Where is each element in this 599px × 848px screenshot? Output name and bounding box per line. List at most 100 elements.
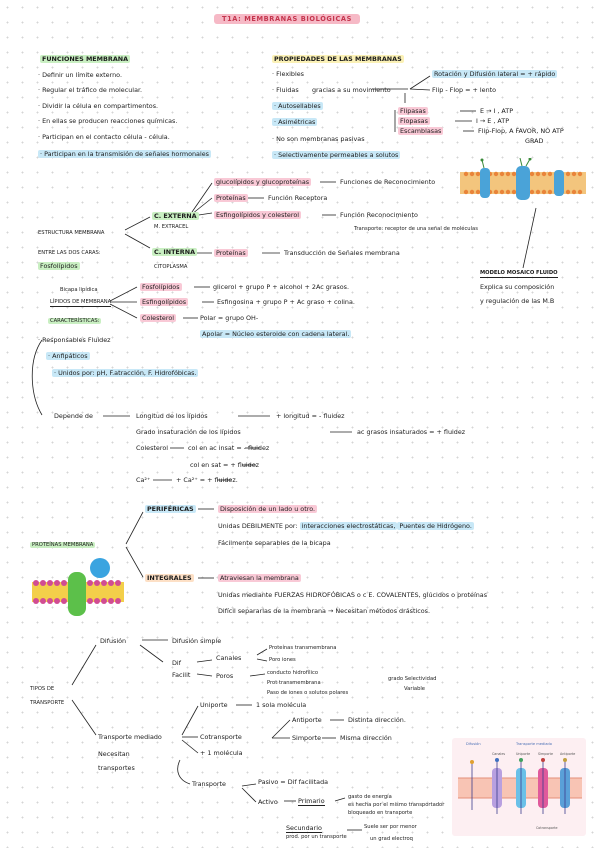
propiedad-item: · No son membranas pasivas bbox=[272, 135, 365, 143]
integrales-desc-3: Difícil separarlas de la membrana → Nece… bbox=[218, 607, 431, 615]
caracteristica-item-text: · Unidos por: pH, F.atracción, F. Hidrof… bbox=[52, 369, 199, 377]
diagram-simporte-label: Simporte bbox=[538, 752, 554, 756]
esfingolipidos-lip-result: Esfingosina + grupo P + Ac graso + colin… bbox=[217, 298, 355, 306]
necesitan-label: Necesitan bbox=[98, 750, 130, 758]
rotacion-label: Rotación y Difusión lateral = + rápido bbox=[432, 70, 558, 78]
depende-calcio: Ca²⁺ bbox=[136, 476, 151, 484]
caracteristica-item: · Anfipáticos bbox=[46, 352, 90, 360]
propiedad-item-text: · Asimétricas bbox=[272, 118, 318, 126]
cara-externa-label: C. EXTERNA bbox=[152, 212, 199, 220]
poros-label: Poros bbox=[216, 672, 234, 680]
page-title: T1A: MEMBRANAS BIOLÓGICAS bbox=[214, 14, 360, 24]
fosfolipidos-caras-label: Fosfolípidos bbox=[38, 262, 80, 270]
propiedad-item: · Flexibles bbox=[272, 70, 304, 78]
flopasas-text: Flopasas bbox=[398, 117, 430, 125]
transport-channels-icon bbox=[458, 758, 582, 814]
depende-label: Depende de bbox=[54, 412, 93, 420]
glucidos-label: glucolípidos y glucoproteínas bbox=[214, 178, 312, 186]
caracteristica-item: · Unidos por: pH, F.atracción, F. Hidrof… bbox=[52, 369, 199, 377]
depende-insaturacion-result: ac grasos insaturados = + fluidez bbox=[357, 428, 466, 436]
transporte-mediado-label: Transporte mediado bbox=[98, 733, 162, 741]
mas-molecula-label: + 1 molécula bbox=[200, 749, 243, 757]
caracteristica-item-text: · Anfipáticos bbox=[46, 352, 90, 360]
flipasas-label: Flipasas bbox=[398, 107, 428, 115]
facilit-label: Facilit bbox=[172, 671, 191, 679]
flipasas-text: Flipasas bbox=[398, 107, 428, 115]
escamblasas-result-2: GRAD bbox=[525, 137, 544, 145]
depende-calcio-result: + Ca²⁺ = + fluidez. bbox=[176, 476, 238, 484]
integrales-desc-1: Atraviesan la membrana bbox=[218, 574, 301, 582]
uniporte-result: 1 sola molécula bbox=[256, 701, 307, 709]
secundario-desc-1: Suele ser por menor bbox=[364, 824, 417, 830]
caracteristica-item: · Responsables Fluidez bbox=[38, 336, 111, 344]
tipos-transporte-label-1: TIPOS DE bbox=[30, 686, 55, 692]
fosfolipidos-result: glicerol + grupo P + alcohol + 2Ac graso… bbox=[213, 283, 349, 291]
glucidos-result: Funciones de Reconocimiento bbox=[340, 178, 436, 186]
transporte-label: Transporte bbox=[192, 780, 226, 788]
perifericas-desc-1: Disposición de un lado u otro. bbox=[218, 505, 318, 513]
lipidos-membrana-label: LÍPIDOS DE MEMBRANA bbox=[50, 299, 112, 307]
propiedad-item: · Autosellables bbox=[272, 102, 323, 110]
proteinas-externa-text: Proteínas bbox=[214, 194, 248, 202]
dif-label: Dif bbox=[172, 659, 181, 667]
proteinas-membrana-text: PROTEÍNAS MEMBRANA bbox=[30, 542, 96, 548]
propiedad-item: · Asimétricas bbox=[272, 118, 318, 126]
perifericas-text: PERIFÉRICAS bbox=[145, 505, 196, 513]
canales-desc-1: Proteínas transmembrana bbox=[269, 645, 337, 651]
diagram-mediado-label: Transporte mediado bbox=[516, 742, 552, 746]
diagram-canales-label: Canales bbox=[492, 752, 506, 756]
perifericas-desc-2b: interacciones electrostáticas, bbox=[299, 522, 398, 530]
escamblasas-label: Escamblasas bbox=[398, 127, 444, 135]
glucidos-text: glucolípidos y glucoproteínas bbox=[214, 178, 312, 186]
integrales-label: INTEGRALES bbox=[145, 574, 194, 582]
depende-colesterol-sat: col en sat = + fluidez bbox=[190, 461, 259, 469]
activo-label: Activo bbox=[258, 798, 278, 806]
cotransporte-label: Cotransporte bbox=[200, 733, 242, 741]
diagram-antiporte-label: Antiporte bbox=[560, 752, 576, 756]
flipasas-result: E → I , ATP bbox=[480, 107, 514, 115]
escamblasas-text: Escamblasas bbox=[398, 127, 444, 135]
propiedad-item-text: · Autosellables bbox=[272, 102, 323, 110]
proteinas-interna-result: Transducción de Señales membrana bbox=[284, 249, 400, 257]
colesterol-text: Colesterol bbox=[140, 314, 177, 322]
rotacion-text: Rotación y Difusión lateral = + rápido bbox=[432, 70, 558, 78]
funcion-item: · Definir un límite externo. bbox=[38, 71, 123, 79]
primario-desc-3: bloqueado en transporte bbox=[348, 810, 413, 816]
fosfolipidos-label: Fosfolípidos bbox=[140, 283, 182, 291]
difusion-simple-label: Difusión simple bbox=[172, 637, 222, 645]
perifericas-desc-2: Unidas DEBILMENTE por: interacciones ele… bbox=[218, 522, 474, 530]
perifericas-desc-3: Fácilmente separables de la bicapa bbox=[218, 539, 331, 547]
funcion-item: · Participan en la transmisión de señale… bbox=[38, 150, 211, 158]
transportes-label: transportes bbox=[98, 764, 135, 772]
transport-diagram: Difusión Transporte mediado Canales Unip… bbox=[452, 738, 586, 836]
colesterol-apolar: Apolar = Núcleo esteroide con cadena lat… bbox=[200, 330, 352, 338]
depende-colesterol-insat: col en ac insat = - fluidez bbox=[188, 444, 270, 452]
perifericas-desc-2a: Unidas DEBILMENTE por: bbox=[218, 522, 298, 530]
colesterol-label: Colesterol bbox=[140, 314, 177, 322]
secundario-desc-3: un grad electroq bbox=[370, 836, 413, 842]
medio-extracelular-label: M. EXTRACEL bbox=[154, 224, 189, 230]
proteinas-interna-label: Proteínas bbox=[214, 249, 248, 257]
colesterol-apolar-text: Apolar = Núcleo esteroide con cadena lat… bbox=[200, 330, 352, 338]
proteinas-membrana-label: PROTEÍNAS MEMBRANA bbox=[30, 542, 96, 549]
antiporte-result: Distinta dirección. bbox=[348, 716, 406, 724]
flopasas-label: Flopasas bbox=[398, 117, 430, 125]
poros-desc-3: Paso de iones o solutos polares bbox=[267, 690, 349, 696]
integrales-text: INTEGRALES bbox=[145, 574, 194, 582]
cara-interna-text: C. INTERNA bbox=[152, 248, 198, 256]
secundario-desc-2: prod. por un transporte bbox=[286, 834, 347, 840]
propiedad-item: · Selectivamente permeables a solutos bbox=[272, 151, 401, 159]
escamblasas-result: Flip-Flop, A FAVOR, NO ATP bbox=[478, 127, 564, 135]
bicapa-label: Bicapa lipídica bbox=[60, 287, 98, 293]
membrane-protein-icon bbox=[32, 558, 124, 616]
primario-label: Primario bbox=[298, 797, 325, 806]
poros-desc-1: conducto hidrofílico bbox=[267, 670, 318, 676]
esfingolipidos-lip-label: Esfingolípidos bbox=[140, 298, 189, 306]
simporte-result: Misma dirección bbox=[340, 734, 392, 742]
modelo-desc-2: y regulación de las M.B bbox=[480, 297, 555, 305]
funcion-item: · En ellas se producen reacciones químic… bbox=[38, 117, 178, 125]
ambas-caras-label: ENTRE LAS DOS CARAS: bbox=[38, 250, 101, 256]
funcion-item: · Regular el tráfico de molecular. bbox=[38, 86, 143, 94]
